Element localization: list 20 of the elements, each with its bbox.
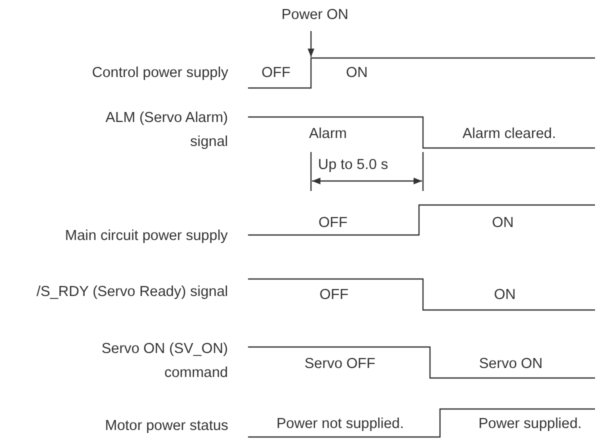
state-label: OFF <box>320 286 348 305</box>
event-label: Power ON <box>282 6 348 25</box>
state-label: Alarm cleared. <box>462 125 556 144</box>
duration-label: Up to 5.0 s <box>318 156 388 175</box>
signal-name: Motor power status <box>105 417 228 436</box>
state-label: Power not supplied. <box>276 415 404 434</box>
state-label: Servo ON <box>479 355 543 374</box>
signal-name: Control power supply <box>92 64 228 83</box>
state-label: ON <box>346 64 368 83</box>
state-label: Servo OFF <box>304 355 376 374</box>
signal-name: Servo ON (SV_ON) command <box>100 340 228 383</box>
signal-name: Main circuit power supply <box>65 227 228 246</box>
state-label: Power supplied. <box>478 415 582 434</box>
signal-name: ALM (Servo Alarm) signal <box>104 109 228 152</box>
state-label: OFF <box>318 214 348 233</box>
state-label: ON <box>494 286 516 305</box>
state-label: OFF <box>262 64 290 83</box>
signal-name: /S_RDY (Servo Ready) signal <box>35 283 228 302</box>
state-label: Alarm <box>309 125 347 144</box>
state-label: ON <box>492 214 514 233</box>
